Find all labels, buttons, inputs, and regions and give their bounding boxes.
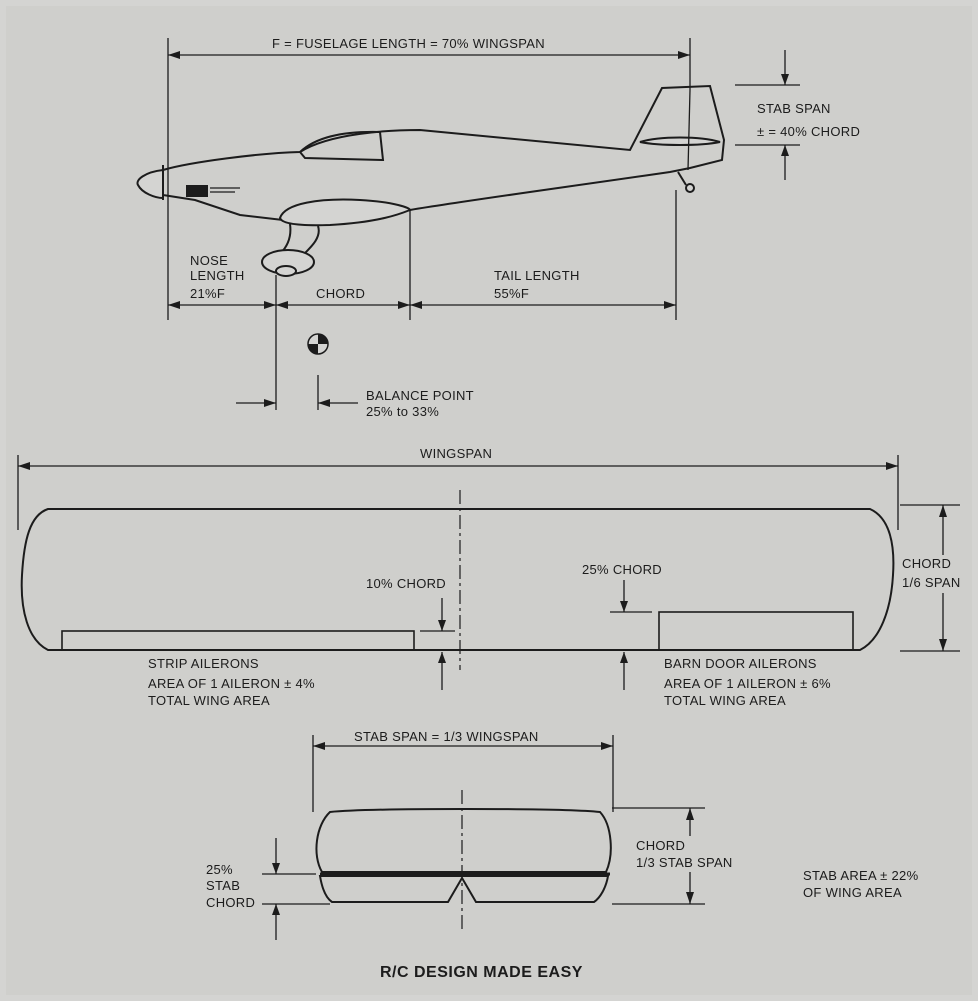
stab-arrow-top (781, 74, 789, 85)
wing-outline (20, 508, 895, 651)
nose-length-label-2: LENGTH (190, 268, 245, 283)
elevator-chord-label-3: CHORD (206, 895, 255, 910)
fuselage-outline (162, 84, 726, 224)
wheel (275, 265, 297, 277)
stab-chord-label: CHORD (636, 838, 685, 853)
wing-view: WINGSPAN CHORD 1/6 SPAN 10% CHORD 25% CH… (17, 446, 970, 708)
elevator-chord-label-2: STAB (206, 878, 240, 893)
elevator-chord-label-1: 25% (206, 862, 233, 877)
balance-point-value: 25% to 33% (366, 404, 439, 419)
barn-door-ailerons-title: BARN DOOR AILERONS (664, 656, 817, 671)
balance-point-symbol (307, 333, 329, 355)
stab-area-value: OF WING AREA (803, 885, 902, 900)
strip-ailerons-total: TOTAL WING AREA (148, 693, 270, 708)
fuselage-length-label: F = FUSELAGE LENGTH = 70% WINGSPAN (272, 36, 545, 51)
twentyfive-percent-chord-label: 25% CHORD (582, 562, 662, 577)
page-title: R/C DESIGN MADE EASY (380, 964, 583, 981)
tailwheel-strut (677, 171, 687, 186)
arrow-right (678, 51, 690, 59)
nose-length-label-1: NOSE (190, 253, 228, 268)
rudder-hinge (687, 89, 691, 171)
strip-ailerons-area: AREA OF 1 AILERON ± 4% (148, 676, 315, 691)
arrow-left (168, 51, 180, 59)
wing-root (278, 198, 412, 227)
drawing-sheet (6, 6, 972, 995)
tail-length-value: 55%F (494, 286, 529, 301)
stab-chord-value: 1/3 STAB SPAN (636, 855, 733, 870)
barn-door-aileron (658, 611, 854, 651)
stab-arrow-bottom (781, 145, 789, 156)
stab-view: STAB SPAN = 1/3 WINGSPAN CHORD 1/3 STAB … (206, 728, 919, 940)
stab-span-plan-label: STAB SPAN = 1/3 WINGSPAN (354, 729, 539, 744)
barn-door-ailerons-area: AREA OF 1 AILERON ± 6% (664, 676, 831, 691)
elevator-outline (318, 875, 610, 903)
stab-area-label: STAB AREA ± 22% (803, 868, 919, 883)
stab-span-value: ± = 40% CHORD (757, 124, 860, 139)
horizontal-stabilizer (639, 136, 721, 146)
label-mask (262, 34, 598, 52)
stabilizer-outline (315, 808, 612, 873)
chord-label: CHORD (316, 286, 365, 301)
ten-percent-chord-label: 10% CHORD (366, 576, 446, 591)
tail-length-label: TAIL LENGTH (494, 268, 580, 283)
stab-span-label: STAB SPAN (757, 101, 831, 116)
side-view: F = FUSELAGE LENGTH = 70% WINGSPAN (136, 34, 860, 419)
spinner (136, 168, 164, 200)
canopy (298, 130, 385, 162)
barn-door-ailerons-total: TOTAL WING AREA (664, 693, 786, 708)
wing-chord-label: CHORD (902, 556, 951, 571)
strip-ailerons-title: STRIP AILERONS (148, 656, 259, 671)
strip-aileron (61, 630, 415, 651)
wingspan-label: WINGSPAN (420, 446, 492, 461)
tailwheel (685, 183, 695, 193)
cowl-vent (186, 185, 240, 197)
wing-chord-value: 1/6 SPAN (902, 575, 961, 590)
nose-length-value: 21%F (190, 286, 225, 301)
balance-point-label: BALANCE POINT (366, 388, 474, 403)
